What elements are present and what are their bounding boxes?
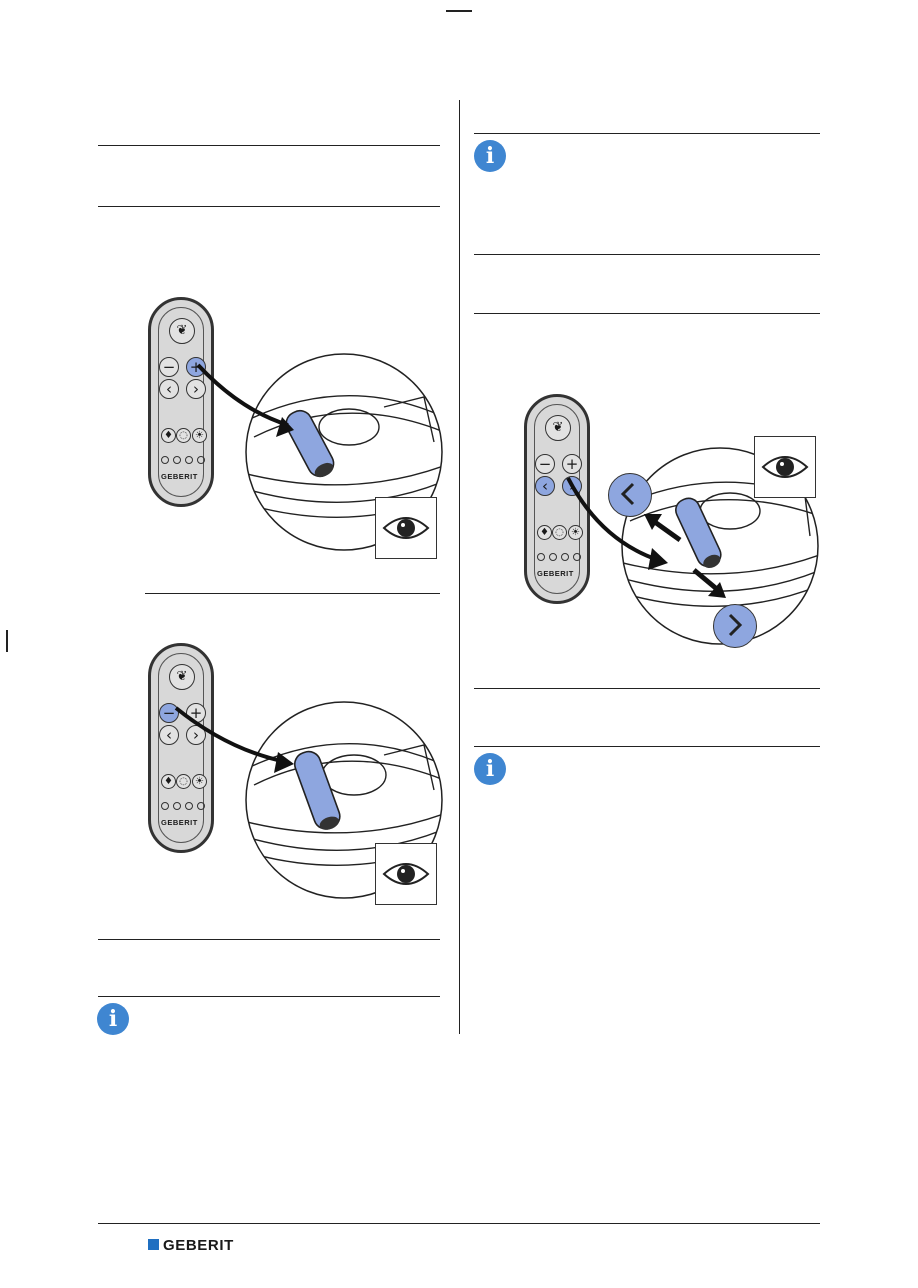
info-icon: i bbox=[97, 1003, 129, 1035]
info-icon: i bbox=[474, 753, 506, 785]
arrow bbox=[566, 477, 668, 570]
top-page-mark bbox=[446, 10, 472, 12]
rule-left-3 bbox=[145, 593, 440, 594]
led bbox=[185, 802, 193, 810]
rule-left-5 bbox=[98, 996, 440, 997]
chevron-right-icon bbox=[713, 604, 757, 648]
chevron-left-icon bbox=[608, 473, 652, 517]
dryer-button[interactable]: ◌ bbox=[552, 525, 567, 540]
rule-right-3 bbox=[474, 313, 820, 314]
remote-control: ❦ − + ‹ › ♦ ◌ ☀ GEBERIT bbox=[148, 297, 214, 507]
remote-brand: GEBERIT bbox=[161, 818, 198, 827]
led bbox=[161, 802, 169, 810]
plus-button[interactable]: + bbox=[562, 454, 582, 474]
drop-button[interactable]: ♦ bbox=[161, 428, 176, 443]
remote-brand: GEBERIT bbox=[537, 569, 574, 578]
logo-button: ❦ bbox=[169, 664, 195, 690]
led bbox=[561, 553, 569, 561]
footer-rule bbox=[98, 1223, 820, 1224]
left-margin-mark bbox=[6, 630, 8, 652]
led bbox=[537, 553, 545, 561]
rule-right-1 bbox=[474, 133, 820, 134]
led bbox=[173, 456, 181, 464]
right-button[interactable]: › bbox=[186, 725, 206, 745]
minus-button[interactable]: − bbox=[535, 454, 555, 474]
left-button[interactable]: ‹ bbox=[159, 725, 179, 745]
led bbox=[161, 456, 169, 464]
eye-icon bbox=[375, 497, 437, 559]
left-button[interactable]: ‹ bbox=[159, 379, 179, 399]
left-button[interactable]: ‹ bbox=[535, 476, 555, 496]
led bbox=[185, 456, 193, 464]
led bbox=[549, 553, 557, 561]
rule-left-2 bbox=[98, 206, 440, 207]
rule-right-4 bbox=[474, 688, 820, 689]
remote-brand: GEBERIT bbox=[161, 472, 198, 481]
brand-logo-square bbox=[148, 1239, 159, 1250]
arrow bbox=[174, 706, 294, 773]
eye-icon bbox=[375, 843, 437, 905]
drop-button[interactable]: ♦ bbox=[161, 774, 176, 789]
plus-button[interactable]: + bbox=[186, 357, 206, 377]
led bbox=[197, 802, 205, 810]
right-button[interactable]: › bbox=[186, 379, 206, 399]
minus-button[interactable]: − bbox=[159, 703, 179, 723]
logo-button: ❦ bbox=[545, 415, 571, 441]
light-button[interactable]: ☀ bbox=[568, 525, 583, 540]
arrow bbox=[644, 514, 682, 543]
light-button[interactable]: ☀ bbox=[192, 774, 207, 789]
logo-button: ❦ bbox=[169, 318, 195, 344]
rule-left-1 bbox=[98, 145, 440, 146]
arrow bbox=[196, 363, 294, 437]
footer-brand: GEBERIT bbox=[163, 1237, 234, 1254]
led bbox=[173, 802, 181, 810]
column-divider bbox=[459, 100, 460, 1034]
rule-right-2 bbox=[474, 254, 820, 255]
minus-button[interactable]: − bbox=[159, 357, 179, 377]
dryer-button[interactable]: ◌ bbox=[176, 428, 191, 443]
info-icon: i bbox=[474, 140, 506, 172]
arrow bbox=[692, 568, 726, 598]
led bbox=[197, 456, 205, 464]
led bbox=[573, 553, 581, 561]
light-button[interactable]: ☀ bbox=[192, 428, 207, 443]
dryer-button[interactable]: ◌ bbox=[176, 774, 191, 789]
remote-control: ❦ − + ‹ › ♦ ◌ ☀ GEBERIT bbox=[148, 643, 214, 853]
drop-button[interactable]: ♦ bbox=[537, 525, 552, 540]
toilet-nozzle-illustration bbox=[621, 447, 819, 645]
rule-left-4 bbox=[98, 939, 440, 940]
rule-right-5 bbox=[474, 746, 820, 747]
eye-icon bbox=[754, 436, 816, 498]
